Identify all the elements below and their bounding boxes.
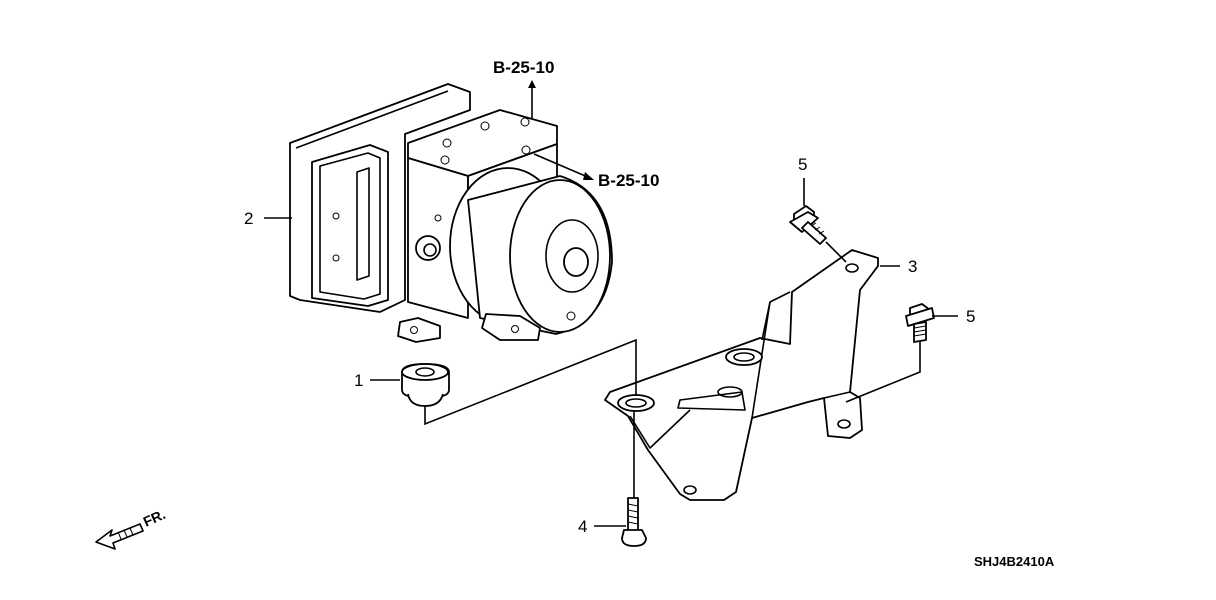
callout-part-1: 1 [354,371,363,390]
front-direction-label: FR. [141,506,168,530]
reference-label-right[interactable]: B-25-10 [598,171,659,190]
front-direction-arrow: FR. [95,506,168,550]
callout-part-3: 3 [908,257,917,276]
diagram-code: SHJ4B2410A [974,554,1055,569]
callout-part-5-upper: 5 [798,155,807,174]
leader-lines [264,80,958,527]
callout-part-4: 4 [578,517,587,536]
callout-part-2: 2 [244,209,253,228]
callout-part-5-right: 5 [966,307,975,326]
mount-rubber[interactable] [401,363,450,407]
bolt-part-4[interactable] [621,497,647,547]
modulator-bracket[interactable] [604,249,879,501]
flange-bolt-right[interactable] [905,303,935,343]
reference-label-top[interactable]: B-25-10 [493,58,554,77]
abs-modulator-unit[interactable] [289,83,613,343]
flange-bolt-upper[interactable] [789,205,827,245]
